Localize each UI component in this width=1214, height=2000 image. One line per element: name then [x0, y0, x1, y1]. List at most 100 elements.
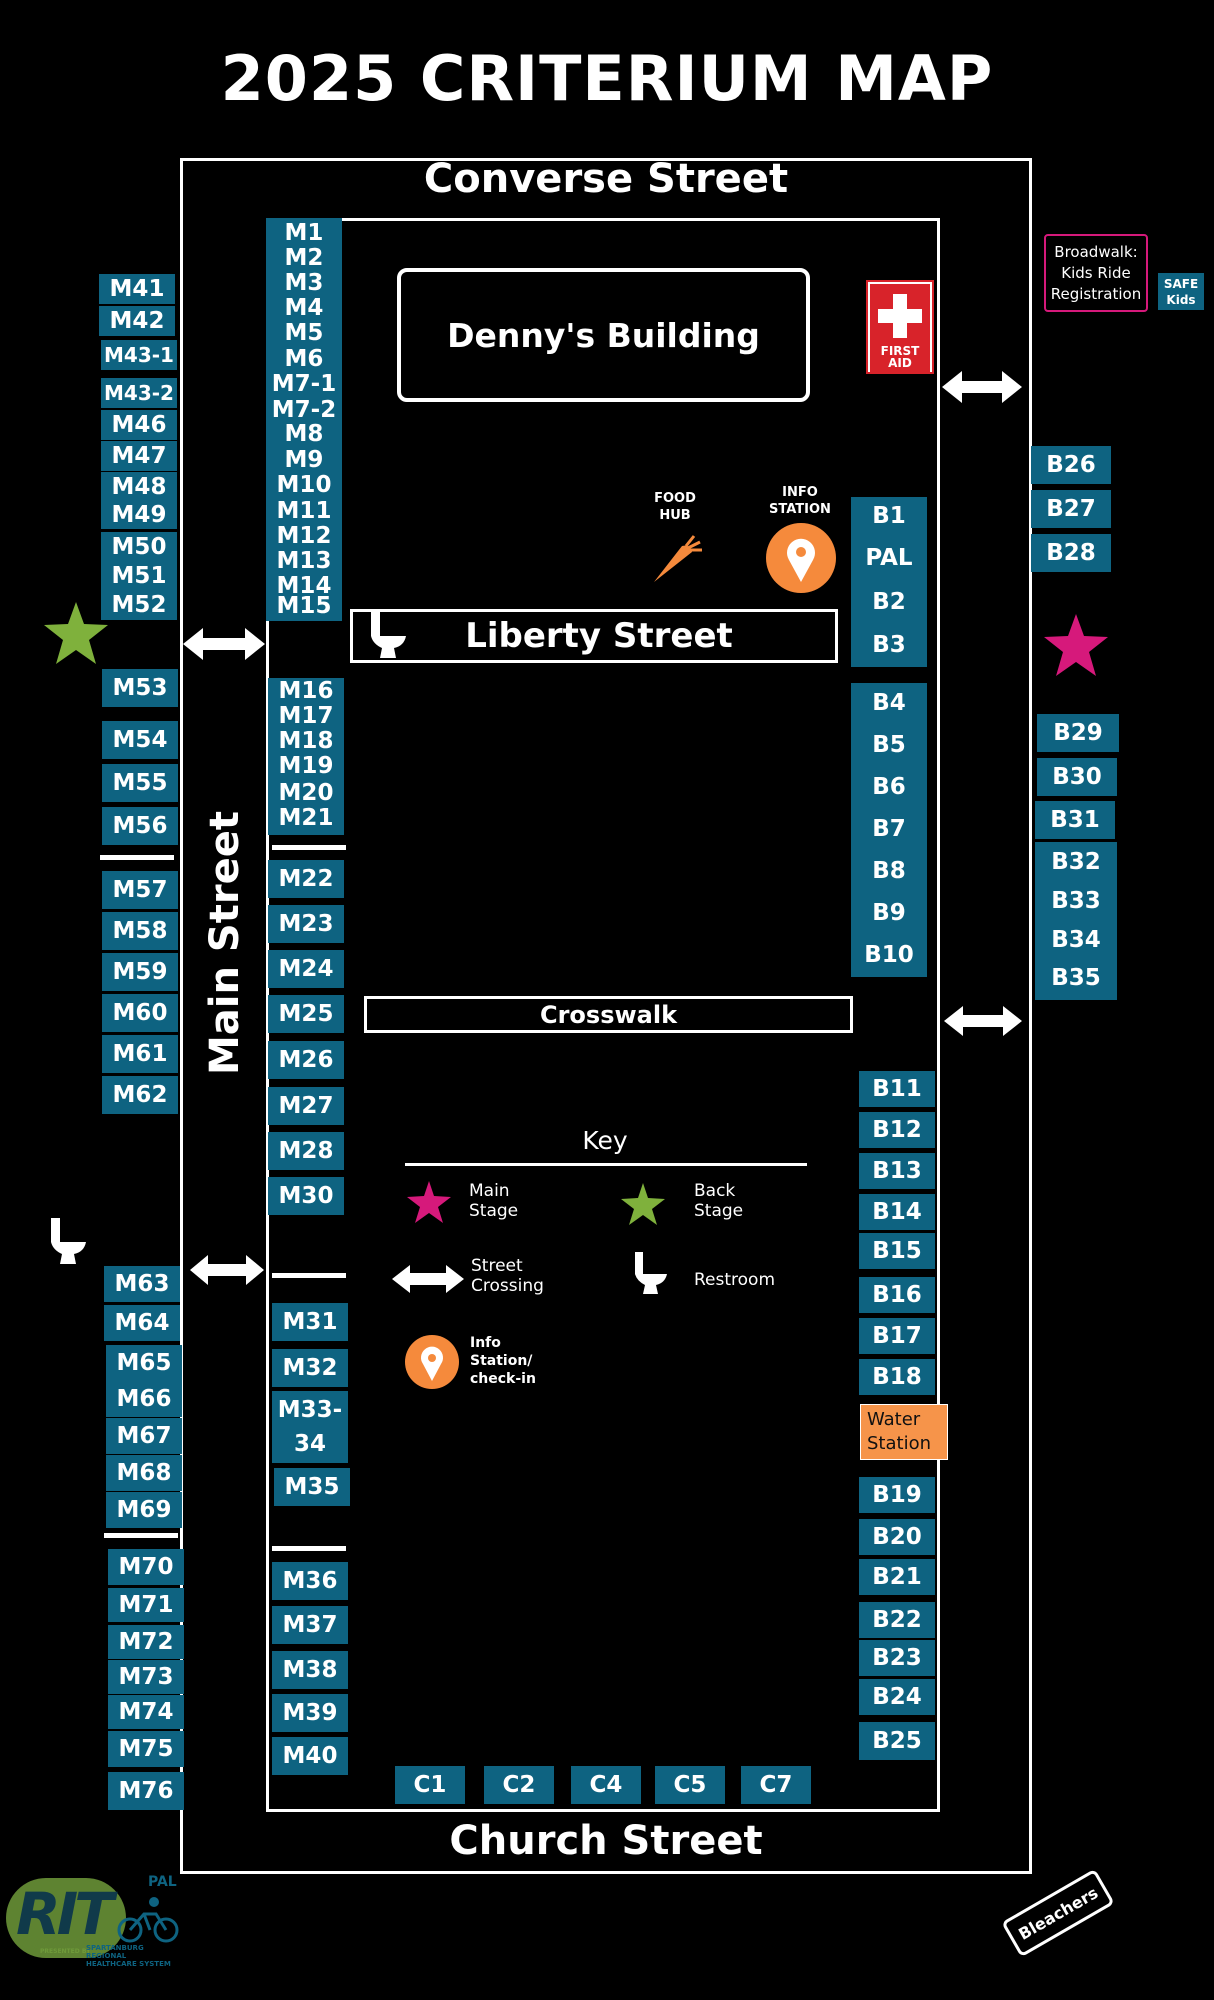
spot-m1[interactable]: M1: [284, 220, 324, 246]
spot-b13[interactable]: B13: [859, 1153, 935, 1189]
spot-m67[interactable]: M67: [106, 1418, 182, 1454]
spot-m35[interactable]: M35: [274, 1468, 350, 1506]
spot-m73[interactable]: M73: [108, 1660, 184, 1694]
spot-b20[interactable]: B20: [859, 1519, 935, 1555]
spot-b35[interactable]: B35: [1051, 965, 1101, 991]
spot-b6[interactable]: B6: [872, 774, 906, 800]
spot-b8[interactable]: B8: [872, 858, 906, 884]
spot-m6[interactable]: M6: [284, 346, 324, 372]
spot-m20[interactable]: M20: [278, 780, 334, 806]
spot-c7[interactable]: C7: [741, 1766, 811, 1804]
spot-m49[interactable]: M49: [101, 501, 177, 529]
spot-m60[interactable]: M60: [102, 994, 178, 1032]
spot-m18[interactable]: M18: [278, 728, 334, 754]
spot-m40[interactable]: M40: [272, 1737, 348, 1775]
spot-b16[interactable]: B16: [859, 1277, 935, 1313]
spot-m3[interactable]: M3: [284, 270, 324, 296]
spot-c4[interactable]: C4: [571, 1766, 641, 1804]
spot-m24[interactable]: M24: [268, 950, 344, 988]
spot-m31[interactable]: M31: [272, 1303, 348, 1341]
spot-m74[interactable]: M74: [108, 1695, 184, 1729]
spot-b9[interactable]: B9: [872, 900, 906, 926]
spot-m27[interactable]: M27: [268, 1087, 344, 1125]
spot-m17[interactable]: M17: [278, 703, 334, 729]
spot-m57[interactable]: M57: [102, 871, 178, 909]
spot-b2[interactable]: B2: [872, 589, 906, 615]
spot-m19[interactable]: M19: [278, 753, 334, 779]
spot-b18[interactable]: B18: [859, 1359, 935, 1395]
spot-m47[interactable]: M47: [101, 441, 177, 471]
spot-b31[interactable]: B31: [1035, 801, 1115, 839]
spot-b1[interactable]: B1: [872, 503, 906, 529]
spot-b4[interactable]: B4: [872, 690, 906, 716]
spot-m32[interactable]: M32: [272, 1349, 348, 1387]
spot-b24[interactable]: B24: [859, 1679, 935, 1715]
spot-m53[interactable]: M53: [102, 669, 178, 707]
spot-b12[interactable]: B12: [859, 1112, 935, 1148]
spot-m71[interactable]: M71: [108, 1588, 184, 1622]
spot-m43-2[interactable]: M43-2: [101, 378, 177, 408]
spot-m52[interactable]: M52: [101, 590, 177, 620]
spot-pal[interactable]: PAL: [865, 545, 913, 571]
spot-m64[interactable]: M64: [104, 1305, 180, 1341]
spot-m65[interactable]: M65: [106, 1345, 182, 1381]
spot-m7-2[interactable]: M7-2: [271, 397, 337, 423]
spot-b10[interactable]: B10: [864, 942, 914, 968]
spot-b3[interactable]: B3: [872, 632, 906, 658]
spot-b11[interactable]: B11: [859, 1071, 935, 1107]
spot-m4[interactable]: M4: [284, 295, 324, 321]
spot-b26[interactable]: B26: [1031, 446, 1111, 484]
spot-m55[interactable]: M55: [102, 764, 178, 802]
spot-m30[interactable]: M30: [268, 1177, 344, 1215]
spot-m15[interactable]: M15: [276, 593, 332, 619]
spot-m23[interactable]: M23: [268, 905, 344, 943]
spot-m50[interactable]: M50: [101, 532, 177, 562]
spot-m70[interactable]: M70: [108, 1549, 184, 1585]
spot-m63[interactable]: M63: [104, 1266, 180, 1302]
spot-b23[interactable]: B23: [859, 1640, 935, 1676]
spot-b7[interactable]: B7: [872, 816, 906, 842]
spot-b25[interactable]: B25: [859, 1722, 935, 1760]
spot-b15[interactable]: B15: [859, 1233, 935, 1269]
spot-b19[interactable]: B19: [859, 1477, 935, 1513]
spot-b32[interactable]: B32: [1051, 849, 1101, 875]
spot-m38[interactable]: M38: [272, 1651, 348, 1689]
spot-m43-1[interactable]: M43-1: [101, 340, 177, 370]
spot-m62[interactable]: M62: [102, 1076, 178, 1114]
spot-m72[interactable]: M72: [108, 1625, 184, 1659]
spot-m21[interactable]: M21: [278, 805, 334, 831]
spot-m22[interactable]: M22: [268, 860, 344, 898]
spot-m68[interactable]: M68: [106, 1455, 182, 1491]
spot-b27[interactable]: B27: [1031, 490, 1111, 528]
spot-b14[interactable]: B14: [859, 1194, 935, 1230]
spot-m13[interactable]: M13: [276, 548, 332, 574]
spot-m10[interactable]: M10: [276, 472, 332, 498]
spot-m12[interactable]: M12: [276, 523, 332, 549]
spot-c1[interactable]: C1: [395, 1766, 465, 1804]
spot-m7-1[interactable]: M7-1: [271, 371, 337, 397]
spot-m37[interactable]: M37: [272, 1606, 348, 1644]
spot-m46[interactable]: M46: [101, 410, 177, 440]
spot-m75[interactable]: M75: [108, 1731, 184, 1767]
spot-m61[interactable]: M61: [102, 1035, 178, 1073]
spot-m56[interactable]: M56: [102, 807, 178, 845]
spot-b34[interactable]: B34: [1051, 926, 1101, 953]
spot-m58[interactable]: M58: [102, 912, 178, 950]
spot-m25[interactable]: M25: [268, 995, 344, 1033]
spot-c2[interactable]: C2: [484, 1766, 554, 1804]
spot-m48[interactable]: M48: [101, 472, 177, 502]
spot-m39[interactable]: M39: [272, 1694, 348, 1732]
spot-b30[interactable]: B30: [1037, 758, 1117, 796]
spot-m36[interactable]: M36: [272, 1562, 348, 1600]
spot-b29[interactable]: B29: [1037, 714, 1119, 752]
spot-m8[interactable]: M8: [284, 421, 324, 447]
spot-b17[interactable]: B17: [859, 1318, 935, 1354]
spot-m14[interactable]: M14: [276, 573, 332, 599]
spot-b21[interactable]: B21: [859, 1559, 935, 1595]
spot-m11[interactable]: M11: [276, 498, 332, 524]
spot-b33[interactable]: B33: [1051, 888, 1101, 914]
spot-b22[interactable]: B22: [859, 1602, 935, 1638]
spot-m28[interactable]: M28: [268, 1132, 344, 1170]
spot-m9[interactable]: M9: [284, 447, 324, 473]
spot-m59[interactable]: M59: [102, 953, 178, 991]
